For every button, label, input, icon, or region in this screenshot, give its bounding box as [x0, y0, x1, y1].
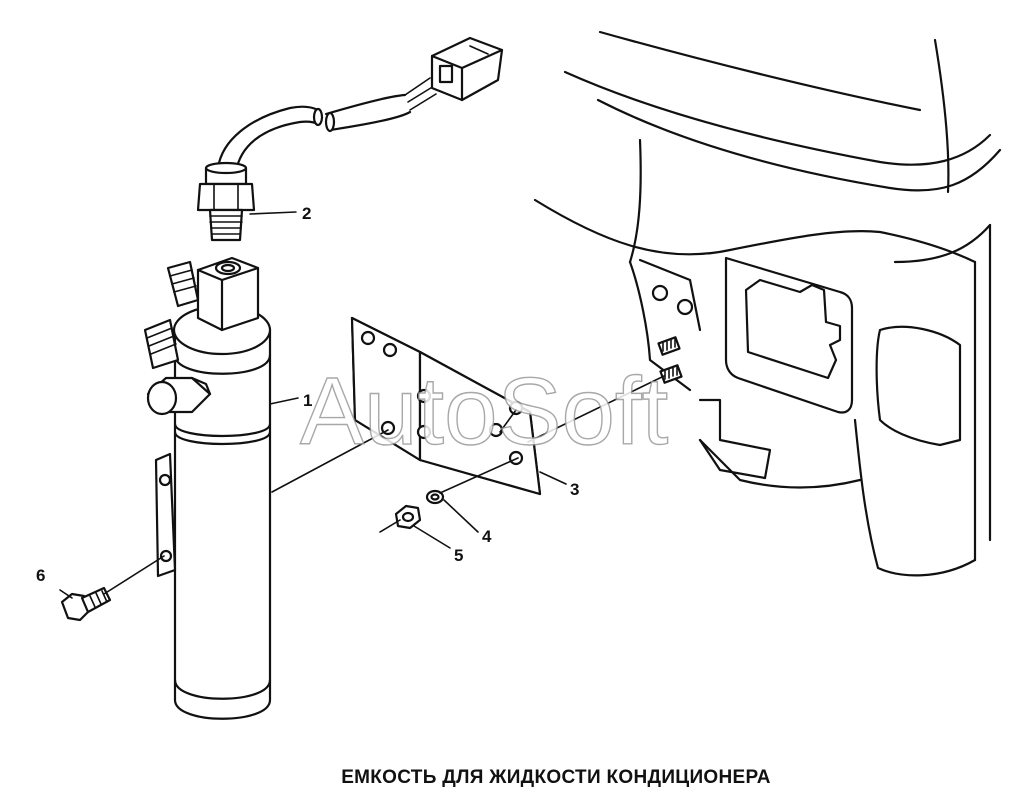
- callout-5: 5: [454, 546, 463, 565]
- hex-bolt: [60, 586, 112, 622]
- watermark: AutoSoft: [300, 358, 668, 465]
- diagram-title: ЕМКОСТЬ ДЛЯ ЖИДКОСТИ КОНДИЦИОНЕРА: [341, 767, 771, 788]
- hex-nut: [394, 504, 422, 530]
- callout-3: 3: [570, 480, 579, 499]
- wiring-harness: [216, 77, 437, 174]
- assembly-lines: [103, 375, 665, 595]
- mounting-bracket: [350, 316, 542, 496]
- leader-lines: [59, 211, 567, 599]
- vehicle-body-panel: [533, 30, 1002, 577]
- receiver-drier: [143, 256, 272, 720]
- callout-6: 6: [36, 566, 45, 585]
- stud-upper: [657, 336, 681, 356]
- callout-2: 2: [302, 204, 311, 223]
- washer: [425, 489, 445, 505]
- electrical-connector: [430, 36, 504, 102]
- callout-1: 1: [303, 391, 312, 410]
- pressure-switch: [196, 161, 256, 242]
- callout-4: 4: [482, 527, 492, 546]
